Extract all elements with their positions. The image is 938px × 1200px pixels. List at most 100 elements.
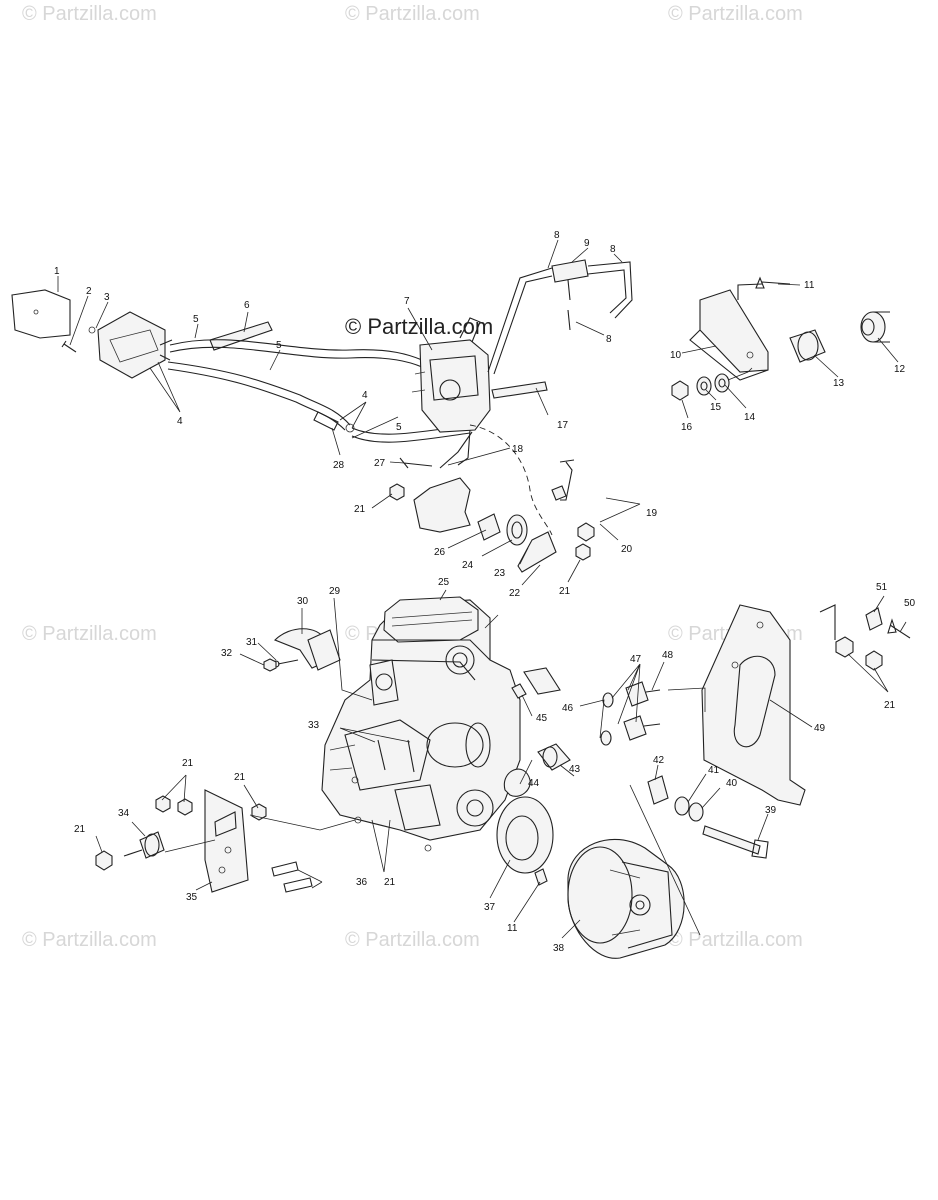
callout-23: 23: [494, 568, 506, 579]
callout-31: 31: [246, 637, 258, 648]
callout-12: 12: [894, 364, 906, 375]
exhaust-stud: [277, 659, 299, 665]
callout-4: 4: [362, 390, 368, 401]
watermark-text: © Partzilla.com: [668, 3, 803, 25]
callout-8: 8: [554, 230, 560, 241]
vent-tube-left: [487, 267, 553, 373]
bushing: [860, 311, 886, 343]
callout-30: 30: [297, 596, 309, 607]
rubber-mount-lower: [623, 715, 647, 741]
intake-clamp: [506, 514, 528, 546]
left-mount-stud: [123, 849, 143, 857]
callout-11: 11: [507, 923, 518, 934]
callout-19: 19: [646, 508, 658, 519]
callout-17: 17: [557, 420, 569, 431]
linkage-nut: [389, 483, 405, 501]
callout-5: 5: [396, 422, 402, 433]
callout-8: 8: [606, 334, 612, 345]
linkage-rod: [439, 431, 473, 469]
hose-clamp: [503, 768, 531, 797]
clutch-group: [496, 775, 769, 959]
left-mount-bolt-b: [283, 877, 313, 893]
intake-manifold: [413, 477, 471, 533]
callout-10: 10: [670, 350, 682, 361]
carburetor: [411, 317, 491, 466]
mount-washer-b: [696, 376, 712, 396]
callout-29: 29: [329, 586, 341, 597]
exhaust-nut: [263, 658, 277, 672]
left-mount-bolt-a: [271, 861, 299, 877]
vent-tube-right: [587, 261, 633, 319]
callout-14: 14: [744, 412, 756, 423]
left-mount-group: [95, 789, 356, 893]
fuel-hose-lower: [167, 361, 351, 426]
fuel-hose-lower-inner: [167, 368, 346, 431]
clutch-bolt: [702, 825, 761, 855]
callout-22: 22: [509, 588, 521, 599]
exhaust-elbow-group: [263, 628, 341, 672]
callout-13: 13: [833, 378, 845, 389]
callout-40: 40: [726, 778, 738, 789]
callout-25: 25: [438, 577, 450, 588]
callout-15: 15: [710, 402, 722, 413]
callout-43: 43: [569, 764, 581, 775]
fuel-system-group: [11, 259, 633, 466]
sensor-clip: [865, 607, 883, 631]
leader-lines: [57, 239, 907, 939]
left-rubber-mount: [139, 831, 165, 859]
callout-5: 5: [276, 340, 282, 351]
cylinder-head-cover: [383, 596, 479, 643]
engine-mount-bracket-group: [671, 276, 890, 401]
callout-50: 50: [904, 598, 916, 609]
hose-sleeve: [209, 321, 273, 351]
callout-27: 27: [374, 458, 386, 469]
drain-tube: [491, 381, 548, 399]
fuel-hose-upper: [169, 339, 423, 361]
left-mount-nut-c: [177, 798, 193, 816]
callout-2: 2: [86, 286, 92, 297]
watermark-layer: © Partzilla.com © Partzilla.com © Partzi…: [22, 3, 803, 951]
callout-21: 21: [74, 824, 86, 835]
callout-42: 42: [653, 755, 665, 766]
left-mount-nut-b: [155, 795, 171, 813]
callout-36: 36: [356, 877, 368, 888]
callout-21: 21: [234, 772, 246, 783]
callout-21: 21: [884, 700, 896, 711]
callout-1: 1: [54, 266, 60, 277]
callout-3: 3: [104, 292, 110, 303]
hose-fitting: [313, 411, 339, 431]
mount-washer-d: [600, 730, 612, 746]
callout-49: 49: [814, 723, 826, 734]
callout-21: 21: [384, 877, 396, 888]
vent-tee: [551, 259, 589, 283]
callout-21: 21: [559, 586, 571, 597]
watermark-text: © Partzilla.com: [22, 929, 157, 951]
callout-34: 34: [118, 808, 130, 819]
clutch-seal-plate: [496, 796, 554, 874]
callout-37: 37: [484, 902, 496, 913]
callout-51: 51: [876, 582, 888, 593]
mount-nut: [671, 380, 689, 401]
callout-48: 48: [662, 650, 674, 661]
callout-46: 46: [562, 703, 574, 714]
mount-bracket: [699, 289, 769, 373]
clutch-spacer: [647, 775, 669, 805]
engine-block: [321, 596, 521, 852]
callout-8: 8: [610, 244, 616, 255]
throttle-bolt: [399, 457, 433, 469]
bracket-nut-b: [865, 650, 883, 671]
watermark-text: © Partzilla.com: [345, 929, 480, 951]
callout-6: 6: [244, 300, 250, 311]
callout-21: 21: [182, 758, 194, 769]
callout-7: 7: [404, 296, 410, 307]
intake-boot: [477, 513, 501, 541]
mount-washer-a: [714, 373, 730, 393]
callout-24: 24: [462, 560, 474, 571]
throttle-stud: [560, 461, 573, 501]
bracket-bolt: [755, 276, 791, 289]
bracket-nut-a: [835, 636, 854, 658]
watermark-text: © Partzilla.com: [345, 3, 480, 25]
fuel-pump: [97, 311, 166, 379]
throttle-arm: [517, 531, 557, 573]
